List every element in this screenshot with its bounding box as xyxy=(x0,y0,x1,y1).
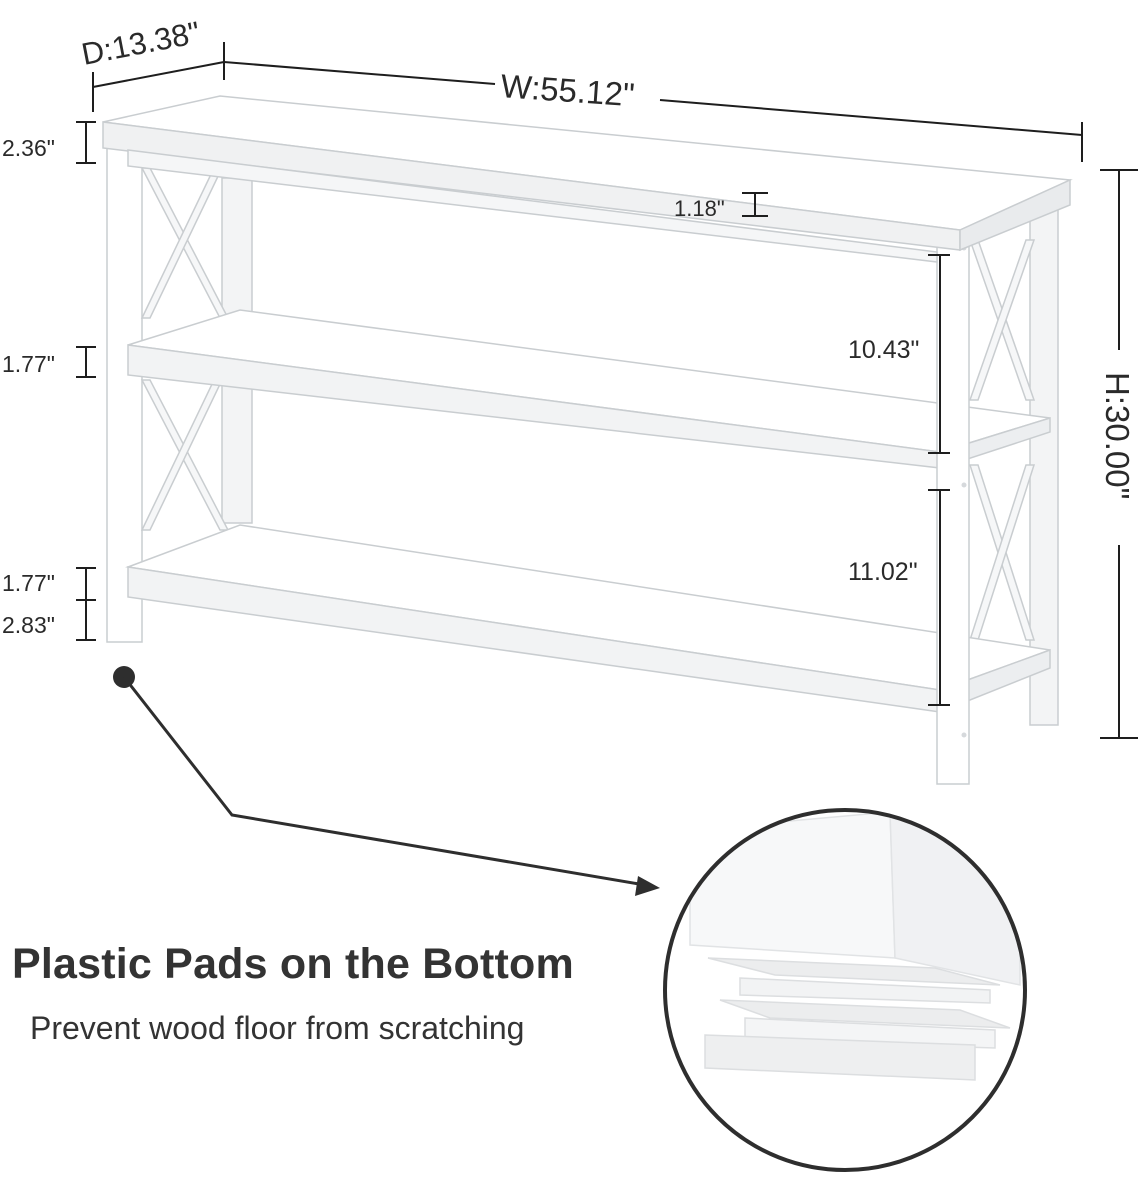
front-right-leg xyxy=(936,231,970,785)
right-x-brace xyxy=(968,239,1036,641)
ground-clearance-label: 2.83" xyxy=(2,612,55,638)
height-label: H:30.00" xyxy=(1099,372,1136,499)
console-table xyxy=(102,95,1073,785)
dimension-lines xyxy=(76,42,1138,739)
lower-gap-label: 11.02" xyxy=(848,558,918,586)
plastic-pad xyxy=(704,957,1011,1081)
back-right-leg xyxy=(1029,189,1059,726)
left-x-brace xyxy=(140,167,230,531)
arrow-head-icon xyxy=(635,876,660,896)
bottom-shelf-thickness-label: 1.77" xyxy=(2,570,55,596)
callout-pointer xyxy=(113,666,660,896)
top-apron xyxy=(127,149,938,263)
zoom-detail xyxy=(663,808,1027,1172)
top-inset-label: 1.18" xyxy=(674,196,725,221)
feature-title: Plastic Pads on the Bottom xyxy=(12,940,574,988)
middle-shelf-thickness-label: 1.77" xyxy=(2,351,55,377)
width-label: W:55.12" xyxy=(500,67,636,113)
tabletop-side xyxy=(959,178,1071,252)
front-left-leg xyxy=(106,144,143,643)
feature-subtitle: Prevent wood floor from scratching xyxy=(30,1010,525,1046)
leg-bottom-front xyxy=(689,811,896,959)
top-thickness-label: 2.36" xyxy=(2,135,55,161)
depth-label: D:13.38" xyxy=(79,15,203,72)
upper-gap-label: 10.43" xyxy=(848,336,919,364)
